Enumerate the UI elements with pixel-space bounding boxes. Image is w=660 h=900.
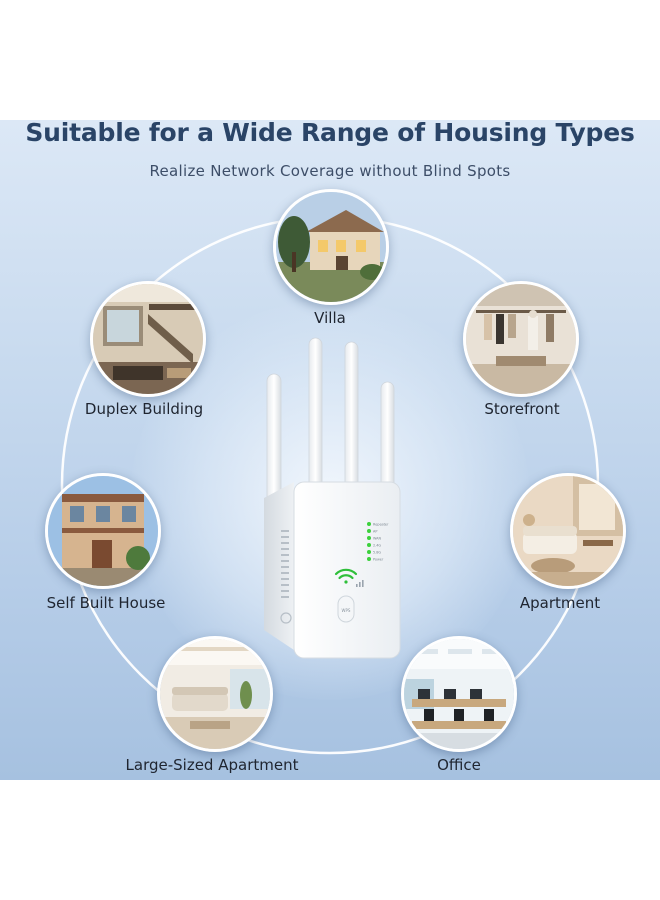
svg-text:Repeater: Repeater	[373, 523, 389, 527]
wifi-extender-device: Repeater AP WAN 2.4G 5.8G Power WPS	[264, 337, 401, 659]
self-built-house-label: Self Built House	[46, 594, 166, 612]
duplex-building-label: Duplex Building	[84, 400, 204, 418]
svg-text:WAN: WAN	[373, 537, 381, 541]
svg-text:AP: AP	[373, 530, 377, 534]
page-title: Suitable for a Wide Range of Housing Typ…	[25, 118, 635, 147]
apartment-image	[510, 473, 626, 589]
signal-bars-icon	[356, 580, 364, 587]
office-image	[401, 636, 517, 752]
storefront-label: Storefront	[484, 400, 560, 418]
antenna-mid-left-icon	[308, 337, 323, 499]
office-label: Office	[437, 756, 481, 774]
svg-text:WPS: WPS	[342, 608, 351, 613]
svg-text:2.4G: 2.4G	[373, 544, 381, 548]
self-built-house-image	[45, 473, 161, 589]
villa-label: Villa	[314, 309, 346, 327]
led-indicators	[367, 522, 371, 561]
wifi-signal-icon	[334, 568, 358, 584]
svg-text:Power: Power	[373, 558, 384, 562]
villa-image	[273, 189, 389, 305]
storefront-image	[463, 281, 579, 397]
duplex-building-image	[90, 281, 206, 397]
svg-text:5.8G: 5.8G	[373, 551, 381, 555]
large-sized-apartment-label: Large-Sized Apartment	[125, 756, 299, 774]
page-subtitle: Realize Network Coverage without Blind S…	[149, 162, 511, 180]
antenna-mid-right-icon	[344, 341, 359, 503]
apartment-label: Apartment	[519, 594, 601, 612]
wps-button	[337, 595, 355, 623]
